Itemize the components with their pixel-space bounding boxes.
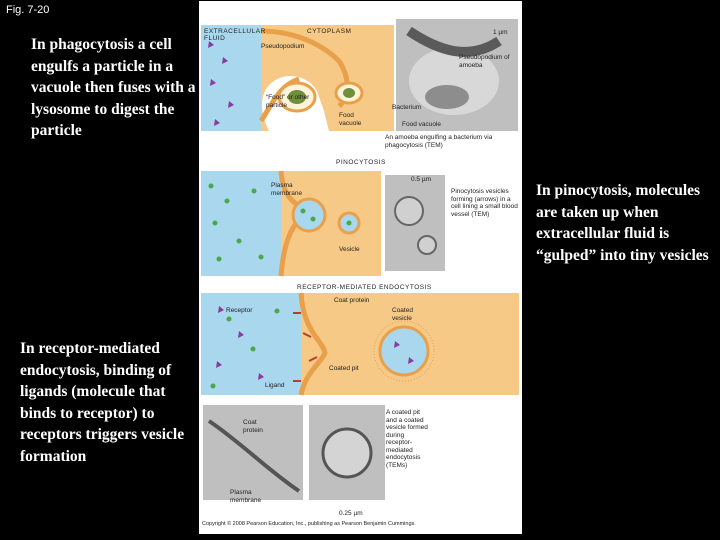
receptor-mediated-heading: RECEPTOR-MEDIATED ENDOCYTOSIS [297,284,432,291]
phago-scale-bar: 1 µm [493,29,508,36]
coated-pit-label: Coated pit [329,365,359,372]
figure-number: Fig. 7-20 [6,4,50,16]
coat-protein-label: Coat protein [334,297,370,304]
pino-plasma-membrane-label: Plasma membrane [271,182,303,197]
figure-illustration [201,19,519,500]
coat-protein-micro-label: Coat protein [243,419,263,434]
coated-pit-micrograph-caption: A coated pit and a coated vesicle formed… [386,409,428,469]
vesicle-label: Vesicle [339,246,360,253]
receptor-mediated-caption: In receptor-mediated endocytosis, bindin… [20,340,185,465]
pseudopodium-label: Pseudopodium [261,43,305,50]
pseudopodium-amoeba-label: Pseudopodium of amoeba [459,54,510,69]
pinocytosis-caption: In pinocytosis, molecules are taken up w… [536,182,709,264]
rme-scale-bar: 0.25 µm [339,510,363,517]
ligand-label: Ligand [265,382,285,389]
copyright-notice: Copyright © 2008 Pearson Education, Inc.… [202,521,416,527]
rme-plasma-membrane-label: Plasma membrane [230,489,262,504]
pinocytosis-micrograph-caption: Pinocytosis vesicles forming (arrows) in… [451,188,518,218]
cytoplasm-label: CYTOPLASM [307,28,352,35]
bacterium-label: Bacterium [392,104,422,111]
coated-vesicle-label: Coated vesicle [392,307,413,322]
receptor-label: Receptor [226,307,253,314]
food-vacuole-micro-label: Food vacuole [402,121,442,128]
phagocytosis-caption: In phagocytosis a cell engulfs a particl… [31,36,196,139]
extracellular-fluid-label: EXTRACELLULAR FLUID [204,28,266,42]
food-particle-label: “Food” or other particle [266,94,310,109]
amoeba-micrograph-caption: An amoeba engulfing a bacterium via phag… [385,134,493,149]
food-vacuole-label: Food vacuole [339,112,362,127]
pino-scale-bar: 0.5 µm [411,176,432,183]
figure-panel: EXTRACELLULAR FLUID CYTOPLASM 1 µm Pseud… [199,1,522,534]
pinocytosis-heading: PINOCYTOSIS [336,159,386,166]
